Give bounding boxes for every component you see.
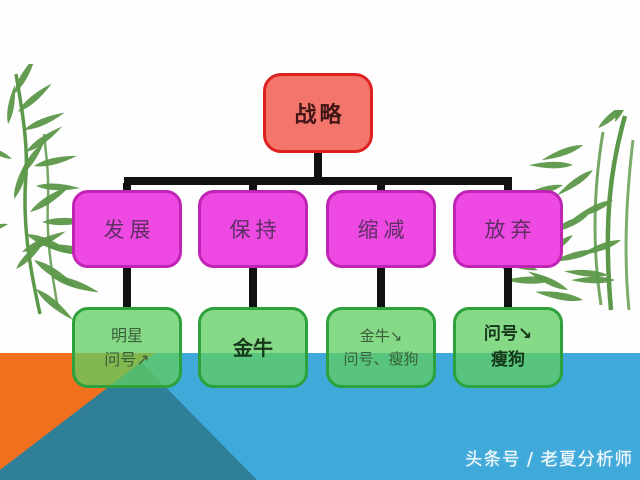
bamboo-left-icon — [0, 64, 101, 320]
node-develop-label: 发展 — [103, 218, 156, 242]
node-develop: 发展 — [72, 190, 182, 268]
connector-drop-2 — [249, 266, 257, 309]
node-maintain-label: 保持 — [229, 218, 282, 242]
node-abandon-label: 放弃 — [484, 218, 537, 242]
connector-stub-4 — [504, 183, 512, 193]
node-cashcow-line1: 金牛 — [233, 335, 273, 360]
node-cashcow: 金牛 — [198, 307, 308, 388]
node-reduce-label: 缩减 — [357, 218, 410, 242]
node-cashcow-down-line2: 问号、瘦狗 — [343, 349, 419, 368]
node-reduce: 缩减 — [326, 190, 436, 268]
node-question-dog-line2: 瘦狗 — [491, 349, 525, 370]
connector-drop-3 — [377, 266, 385, 309]
connector-root-stub — [314, 150, 322, 180]
node-star-question-line2: 问号↗ — [104, 349, 150, 369]
node-star-question: 明星 问号↗ — [72, 307, 182, 388]
node-cashcow-down: 金牛↘ 问号、瘦狗 — [326, 307, 436, 388]
connector-stub-1 — [123, 183, 131, 193]
watermark-text: 头条号 / 老夏分析师 — [464, 450, 633, 470]
connector-stub-2 — [249, 183, 257, 193]
node-question-dog: 问号↘ 瘦狗 — [453, 307, 563, 388]
teal-wedge-shape — [0, 362, 257, 480]
node-star-question-line1: 明星 — [110, 325, 143, 345]
connector-drop-4 — [504, 266, 512, 309]
bamboo-right-icon — [503, 110, 639, 311]
node-abandon: 放弃 — [453, 190, 563, 268]
connector-trunk — [124, 177, 512, 185]
node-strategy: 战略 — [263, 73, 373, 153]
node-strategy-label: 战略 — [294, 103, 345, 128]
node-maintain: 保持 — [198, 190, 308, 268]
node-cashcow-down-line1: 金牛↘ — [359, 327, 403, 345]
node-question-dog-line1: 问号↘ — [483, 324, 533, 344]
connector-drop-1 — [123, 266, 131, 309]
connector-stub-3 — [377, 183, 385, 193]
